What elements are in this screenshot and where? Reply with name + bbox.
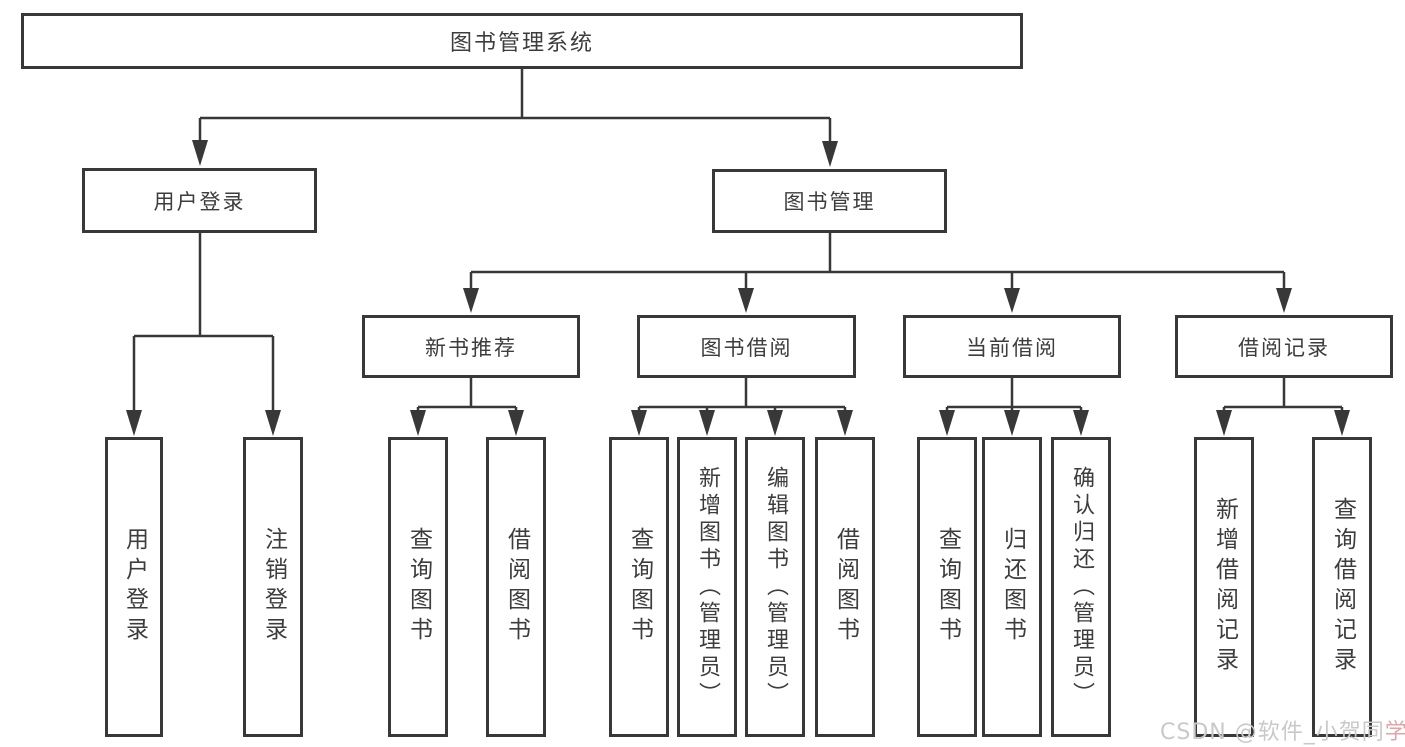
node-library-management-system: 图书管理系统: [21, 13, 1023, 69]
leaf-add-books-admin: 新增图书（管理员）: [677, 437, 737, 737]
leaf-add-borrow-record: 新增借阅记录: [1194, 437, 1254, 737]
leaf-label: 用户登录: [121, 527, 148, 647]
node-book-borrowing: 图书借阅: [637, 315, 856, 378]
node-user-login: 用户登录: [82, 168, 317, 233]
leaf-label: 查询图书: [626, 527, 653, 647]
watermark-gray-text: CSDN @软件_小贺同: [1160, 720, 1385, 745]
leaf-user-login: 用户登录: [105, 437, 163, 737]
leaf-label: 查询图书: [405, 527, 432, 647]
csdn-watermark: CSDN @软件_小贺同学: [1160, 714, 1405, 746]
node-current-borrowing: 当前借阅: [903, 315, 1121, 378]
watermark-pink-text: 学: [1384, 720, 1405, 745]
leaf-label: 查询图书: [934, 527, 961, 647]
leaf-label: 查询借阅记录: [1329, 497, 1356, 677]
leaf-edit-books-admin: 编辑图书（管理员）: [745, 437, 805, 737]
node-book-management: 图书管理: [712, 169, 947, 233]
leaf-label: 借阅图书: [832, 527, 859, 647]
leaf-label: 借阅图书: [503, 527, 530, 647]
node-label: 新书推荐: [425, 335, 517, 360]
node-label: 图书管理系统: [449, 31, 594, 56]
leaf-query-books-current: 查询图书: [917, 437, 977, 737]
leaf-return-books: 归还图书: [982, 437, 1042, 737]
node-label: 图书借阅: [700, 335, 793, 360]
node-label: 借阅记录: [1238, 335, 1330, 360]
leaf-label: 注销登录: [260, 527, 287, 647]
leaf-query-borrow-records: 查询借阅记录: [1312, 437, 1372, 737]
leaf-confirm-return-admin: 确认归还（管理员）: [1051, 437, 1111, 737]
leaf-borrow-books: 借阅图书: [815, 437, 875, 737]
leaf-borrow-books-recommend: 借阅图书: [486, 437, 546, 737]
leaf-label: 新增图书（管理员）: [695, 465, 720, 709]
leaf-query-books-borrow: 查询图书: [609, 437, 669, 737]
leaf-query-books-recommend: 查询图书: [388, 437, 448, 737]
leaf-logout: 注销登录: [243, 437, 303, 737]
node-label: 用户登录: [153, 189, 246, 214]
leaf-label: 确认归还（管理员）: [1069, 465, 1094, 709]
node-new-book-recommend: 新书推荐: [362, 315, 580, 378]
node-label: 当前借阅: [966, 335, 1058, 360]
leaf-label: 新增借阅记录: [1211, 497, 1238, 677]
leaf-label: 归还图书: [999, 527, 1026, 647]
leaf-label: 编辑图书（管理员）: [763, 465, 788, 709]
node-label: 图书管理: [783, 190, 876, 214]
node-borrowing-records: 借阅记录: [1175, 315, 1393, 378]
